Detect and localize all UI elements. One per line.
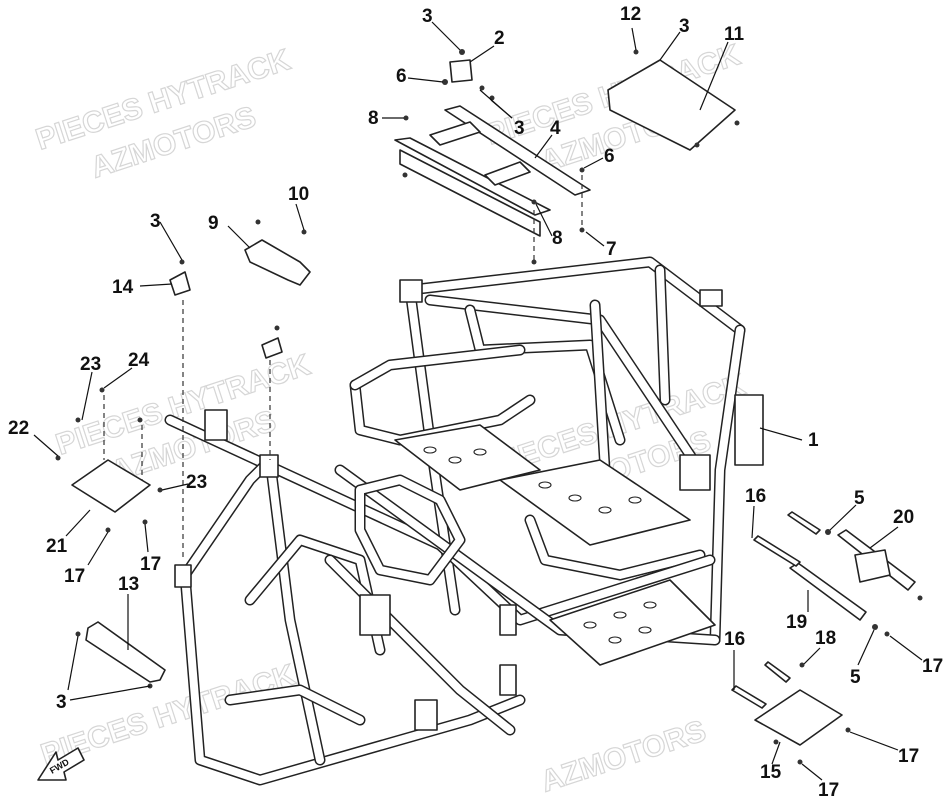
callout-10: 10 <box>288 184 309 205</box>
part-9-bracket <box>244 239 311 286</box>
callout-22: 22 <box>8 418 29 439</box>
callout-16: 16 <box>724 629 745 650</box>
callout-17: 17 <box>818 780 839 800</box>
part-16-pin <box>764 661 791 683</box>
part-2-bracket <box>449 59 473 83</box>
fasteners <box>55 49 923 765</box>
callout-24: 24 <box>128 350 150 371</box>
callout-7: 7 <box>606 239 617 260</box>
part-16-pin <box>753 535 801 567</box>
callout-6: 6 <box>604 146 615 167</box>
callout-3: 3 <box>679 16 690 37</box>
callout-17: 17 <box>64 566 85 587</box>
callout-5: 5 <box>854 488 865 509</box>
callout-3: 3 <box>150 211 161 232</box>
assembly-lines <box>103 175 583 560</box>
part-11-plate <box>607 59 736 151</box>
part-13-strap <box>85 621 166 683</box>
part-15-mount <box>754 689 843 746</box>
fwd-arrow: FWD <box>37 747 85 781</box>
callout-3: 3 <box>422 6 433 27</box>
callout-19: 19 <box>786 612 807 633</box>
callout-11: 11 <box>724 24 745 45</box>
callout-17: 17 <box>922 656 943 677</box>
callout-9: 9 <box>208 213 219 234</box>
callout-15: 15 <box>760 762 782 783</box>
part-4-top-bracket <box>394 105 591 237</box>
callout-20: 20 <box>893 507 914 528</box>
callout-8: 8 <box>368 108 379 129</box>
leader-lines <box>33 21 923 781</box>
callout-23: 23 <box>186 472 207 493</box>
callout-6: 6 <box>396 66 407 87</box>
watermark: AZMOTORS <box>537 714 710 798</box>
callout-1: 1 <box>808 430 819 451</box>
callout-3: 3 <box>514 118 525 139</box>
callout-23: 23 <box>80 354 101 375</box>
callout-8: 8 <box>552 228 563 249</box>
callout-labels: 1 2 3 3 3 3 3 3 4 5 5 6 6 7 8 8 9 10 11 … <box>8 4 943 800</box>
callout-13: 13 <box>118 574 139 595</box>
part-21-mount <box>71 459 151 513</box>
callout-18: 18 <box>815 628 836 649</box>
part-14-clip <box>169 271 191 296</box>
part-clip <box>261 337 283 359</box>
callout-12: 12 <box>620 4 641 25</box>
floor-holes <box>423 446 657 644</box>
part-16-pin <box>731 685 767 709</box>
callout-14: 14 <box>112 277 134 298</box>
part-16-pin <box>787 511 821 535</box>
callout-3: 3 <box>56 692 67 713</box>
callout-17: 17 <box>898 746 919 767</box>
callout-4: 4 <box>550 118 561 139</box>
part-20-bracket <box>854 549 891 583</box>
callout-16: 16 <box>745 486 766 507</box>
callout-17: 17 <box>140 554 161 575</box>
callout-21: 21 <box>46 536 68 557</box>
callout-2: 2 <box>494 28 505 49</box>
main-frame <box>164 256 764 786</box>
callout-5: 5 <box>850 667 861 688</box>
